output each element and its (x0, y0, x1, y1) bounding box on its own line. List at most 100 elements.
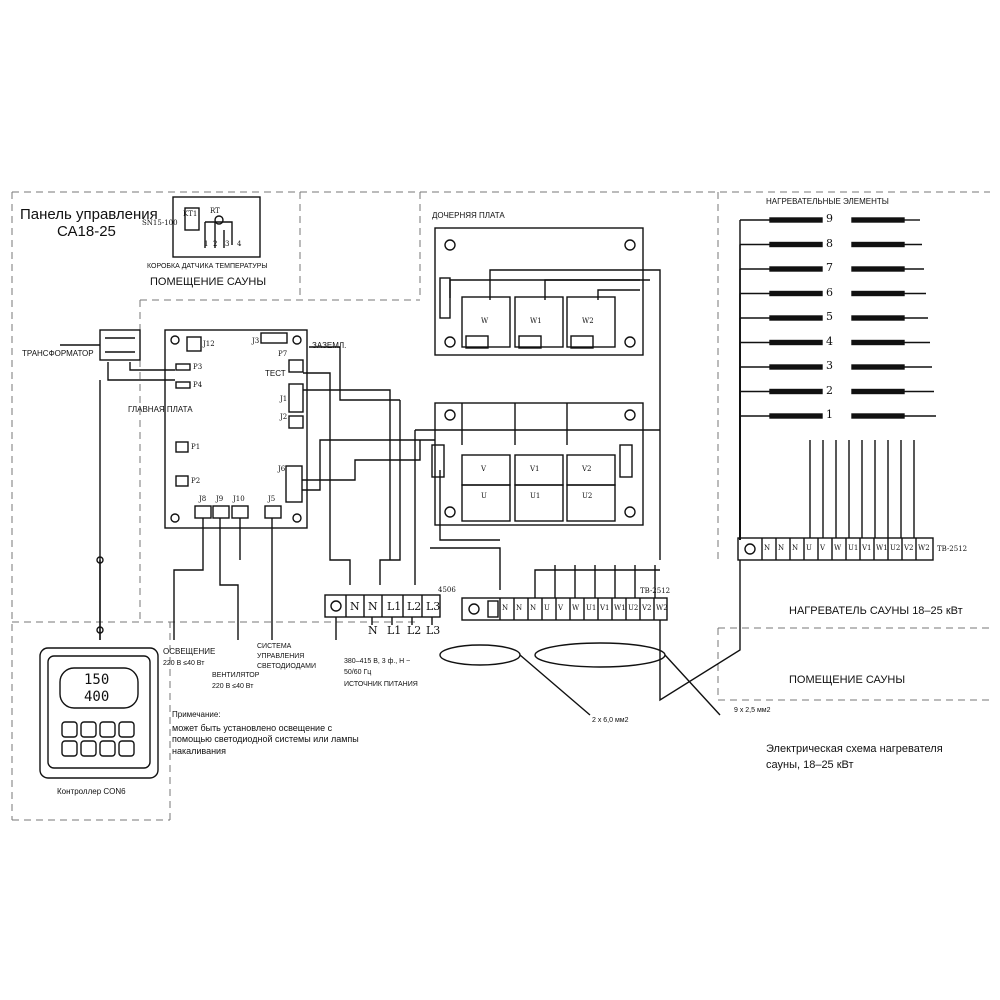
center-terminal-cell: W2 (656, 604, 668, 612)
power-terminal-line: L2 (407, 624, 422, 637)
transformer-label: ТРАНСФОРМАТОР (22, 349, 94, 358)
relay-v1: V1 (530, 465, 540, 473)
power-terminal-line: L1 (387, 624, 402, 637)
heating-element-bar (769, 290, 823, 297)
power-terminal-cell: N (368, 600, 378, 613)
sensor-box-label: КОРОБКА ДАТЧИКА ТЕМПЕРАТУРЫ (147, 263, 268, 270)
power-terminal-line: N (368, 624, 378, 637)
heating-element-bar (851, 364, 905, 370)
center-terminal-cell: W (572, 604, 580, 612)
power-terminal-cell: L3 (426, 600, 441, 613)
p3-label: P3 (193, 363, 203, 371)
heating-element-bar (769, 339, 823, 346)
power-terminal-cell: L1 (387, 600, 402, 613)
sensor-rt: RT (210, 207, 220, 215)
right-terminal-cell: U2 (890, 544, 901, 552)
controller-label: Контроллер CON6 (57, 787, 126, 796)
sensor-kt1: KT1 (183, 210, 198, 218)
sensor-room-label: ПОМЕЩЕНИЕ САУНЫ (150, 276, 267, 288)
j8-label: J8 (199, 495, 207, 503)
note-text: может быть установлено освещение с помощ… (172, 723, 359, 756)
controller-button (80, 740, 97, 757)
panel-title-line2: СА18-25 (57, 223, 116, 240)
power-spec-line2: 50/60 Гц (344, 669, 372, 676)
lighting-label: ОСВЕЩЕНИЕ (163, 647, 216, 656)
right-terminal-cell: V1 (862, 544, 872, 552)
center-terminal-cell: N (502, 604, 509, 612)
relay-w1: W1 (530, 317, 542, 325)
main-board-label: ГЛАВНАЯ ПЛАТА (128, 405, 193, 414)
heating-element-bar (851, 241, 905, 248)
lighting-spec: 220 В ≤40 Вт (163, 660, 205, 667)
controller-button (80, 721, 97, 738)
heating-element-number: 6 (826, 285, 833, 299)
heating-element-bar (851, 266, 905, 272)
heater-label: НАГРЕВАТЕЛЬ САУНЫ 18–25 кВт (789, 605, 963, 617)
heating-element-bar (851, 315, 905, 321)
center-terminal-cell: V1 (600, 604, 610, 612)
center-terminal-cell: V2 (642, 604, 652, 612)
cable-left-label: 2 х 6,0 мм2 (592, 717, 629, 724)
heating-element-bar (851, 290, 905, 297)
sensor-pin-1: 1 (204, 240, 209, 248)
p2-label: P2 (191, 477, 201, 485)
controller-time: 400 (84, 689, 110, 705)
sensor-pin-4: 4 (237, 240, 242, 248)
heating-element-number: 8 (826, 236, 833, 250)
p1-label: P1 (191, 443, 201, 451)
j6-label: J6 (278, 465, 286, 473)
right-terminal-cell: N (764, 544, 771, 552)
right-terminal-cell: V2 (904, 544, 914, 552)
heating-elements-label: НАГРЕВАТЕЛЬНЫЕ ЭЛЕМЕНТЫ (766, 197, 889, 206)
center-terminal-cell: V (558, 604, 564, 612)
controller-temp: 150 (84, 672, 110, 688)
power-terminal-line: L3 (426, 624, 441, 637)
relay-u: U (481, 492, 487, 500)
heating-element-bar (769, 217, 823, 223)
center-terminal-cell: U (544, 604, 550, 612)
right-terminal-cell: U (806, 544, 812, 552)
heating-element-bar (769, 266, 823, 272)
relay-w: W (481, 317, 489, 325)
right-terminal-cell: W (834, 544, 842, 552)
sensor-model: SN15-100 (142, 219, 178, 227)
j10-label: J10 (233, 495, 245, 503)
led-system-line3: СВЕТОДИОДАМИ (257, 663, 316, 670)
led-system-line1: СИСТЕМА (257, 643, 292, 650)
note-title: Примечание: (172, 710, 221, 719)
power-terminal-cell: L2 (407, 600, 422, 613)
caption-line2: сауны, 18–25 кВт (766, 759, 854, 771)
sensor-pin-3: 3 (225, 240, 230, 248)
heating-element-bar (851, 217, 905, 223)
right-terminal-cell: U1 (848, 544, 859, 552)
right-terminal-cell: W1 (876, 544, 888, 552)
heating-element-number: 1 (826, 408, 833, 421)
center-terminal-cell: N (530, 604, 537, 612)
controller-button (118, 740, 135, 757)
j2-label: J2 (280, 413, 288, 421)
right-terminal-id: TB-2512 (937, 545, 968, 553)
relay-u1: U1 (530, 492, 541, 500)
right-terminal-cell: N (792, 544, 799, 552)
relay-u2: U2 (582, 492, 593, 500)
controller-button (61, 721, 78, 738)
relay-v: V (481, 465, 487, 473)
j12-label: J12 (203, 340, 215, 348)
center-terminal-cell: N (516, 604, 523, 612)
heating-element-number: 4 (826, 334, 833, 348)
controller-button (118, 721, 135, 738)
relay-v2: V2 (582, 465, 592, 473)
controller-button (99, 740, 116, 757)
relay-w2: W2 (582, 317, 594, 325)
led-system-line2: УПРАВЛЕНИЯ (257, 653, 305, 660)
j5-label: J5 (268, 495, 276, 503)
right-terminal-cell: N (778, 544, 785, 552)
heating-element-bar (769, 413, 823, 419)
p4-label: P4 (193, 381, 203, 389)
center-terminal-id: TB-2512 (640, 587, 671, 595)
heating-element-number: 9 (826, 212, 833, 225)
heating-element-number: 3 (826, 359, 833, 372)
controller-button (99, 721, 116, 738)
right-terminal-cell: V (820, 544, 826, 552)
